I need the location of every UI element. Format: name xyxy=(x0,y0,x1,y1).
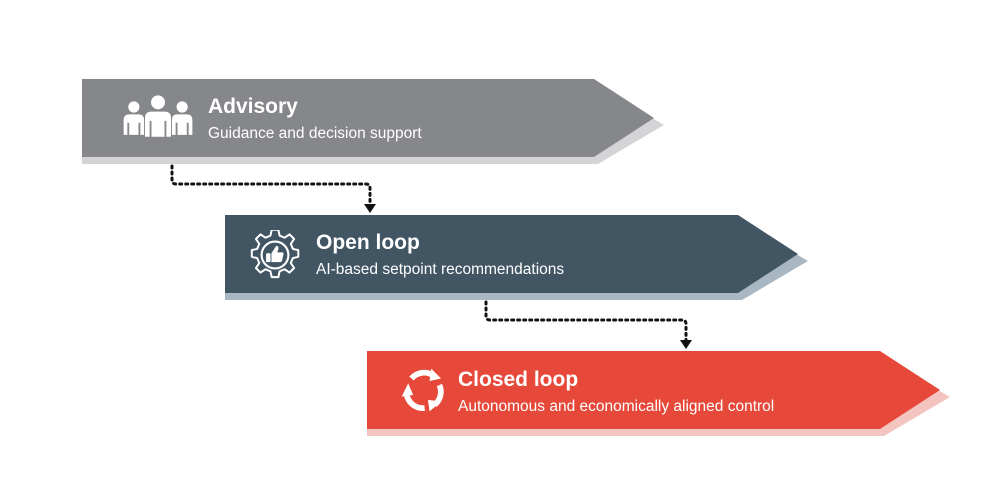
step-title: Closed loop xyxy=(458,368,579,391)
step-subtitle: Guidance and decision support xyxy=(208,125,422,142)
circular-arrows-icon xyxy=(401,368,444,412)
connector-open-loop-to-closed-loop xyxy=(484,300,688,343)
connector-advisory-to-open-loop xyxy=(170,164,372,207)
step-subtitle: Autonomous and economically aligned cont… xyxy=(458,398,775,415)
step-subtitle: AI-based setpoint recommendations xyxy=(316,261,565,278)
open-loop-banner xyxy=(225,215,798,293)
connector-2-arrowhead xyxy=(680,340,692,349)
advisory-banner xyxy=(82,79,654,157)
connector-1-arrowhead xyxy=(364,204,376,213)
step-title: Advisory xyxy=(208,95,298,118)
gear-thumbs-up-icon xyxy=(250,230,300,279)
closed-loop-banner xyxy=(367,351,940,429)
people-group-icon xyxy=(123,95,193,137)
step-title: Open loop xyxy=(316,231,420,254)
